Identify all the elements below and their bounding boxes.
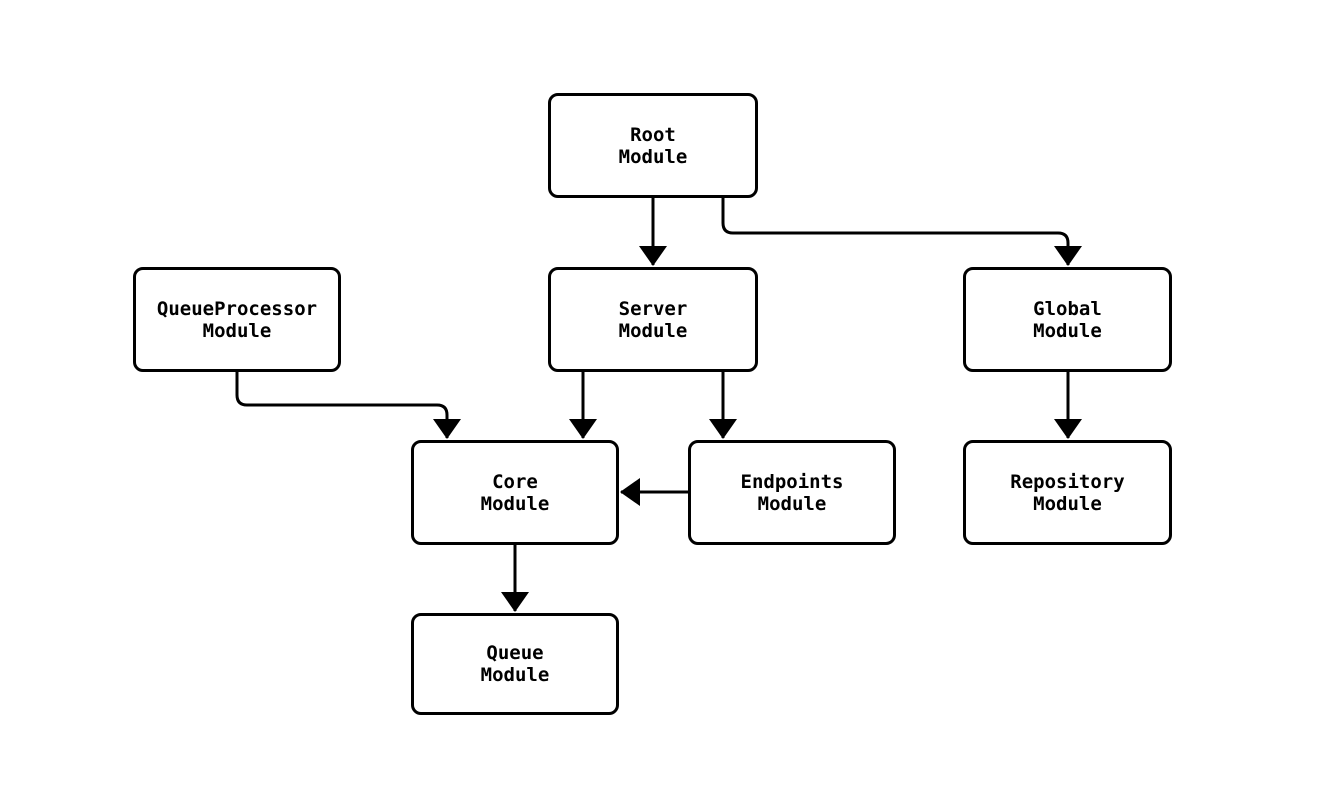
- node-label-line1: Endpoints: [740, 470, 844, 493]
- node-label-line1: Root: [630, 123, 676, 146]
- node-label-line2: Module: [480, 492, 550, 515]
- node-root-module: Root Module: [548, 93, 758, 198]
- node-label-line2: Module: [1033, 319, 1102, 342]
- node-label-line1: Global: [1033, 297, 1102, 320]
- edge-root-global: [721, 198, 1082, 266]
- edge-queueprocessor-core: [235, 372, 461, 439]
- node-label-line1: Repository: [1010, 470, 1125, 493]
- node-label-line2: Module: [1033, 492, 1102, 515]
- node-label-line2: Module: [757, 492, 827, 515]
- node-label-line1: QueueProcessor: [156, 297, 318, 320]
- node-core-module: Core Module: [411, 440, 619, 545]
- node-label-line2: Module: [618, 145, 688, 168]
- node-label-line1: Core: [492, 470, 538, 493]
- node-label-line2: Module: [480, 664, 550, 686]
- node-global-module: Global Module: [963, 267, 1172, 372]
- node-label-line2: Module: [202, 319, 272, 342]
- node-repository-module: Repository Module: [963, 440, 1172, 545]
- node-queue-module: Queue Module: [411, 613, 619, 715]
- node-label-line2: Module: [618, 319, 688, 342]
- node-label-line1: Server: [618, 297, 688, 320]
- node-label-line1: Queue: [486, 642, 544, 664]
- node-endpoints-module: Endpoints Module: [688, 440, 896, 545]
- node-server-module: Server Module: [548, 267, 758, 372]
- node-queueprocessor-module: QueueProcessor Module: [133, 267, 341, 372]
